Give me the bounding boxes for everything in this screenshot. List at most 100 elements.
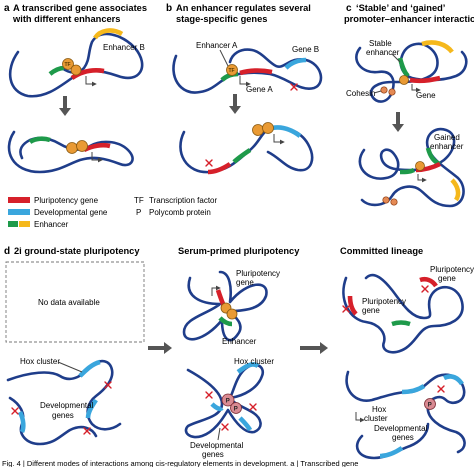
panel-c-title-line1: ‘Stable’ and ‘gained’	[356, 3, 445, 13]
developmental-gene-segment	[17, 410, 26, 434]
dna-strand	[8, 32, 144, 98]
pluripotency-gene-label-1: Pluripotency	[362, 297, 406, 306]
tf-label: TF	[65, 62, 71, 68]
enhancer-yellow-segment	[421, 40, 454, 54]
gene-a-segment	[239, 68, 273, 76]
panel-a-letter: a	[4, 3, 10, 14]
polycomb-label: P	[428, 403, 432, 409]
repressed-x-icon	[11, 407, 19, 415]
dna-strand	[342, 273, 464, 354]
hox-cluster-segment	[401, 384, 426, 395]
pluripotency-gene-label-1: Pluripotency	[236, 269, 280, 278]
tf-protein	[226, 308, 238, 320]
dna-strand	[182, 270, 268, 342]
panel-b-letter: b	[166, 3, 172, 14]
transcription-arrow	[411, 84, 421, 93]
pluripotency-gene-segment	[419, 276, 438, 288]
leader-line	[217, 427, 221, 441]
developmental-gene-segment	[442, 374, 464, 386]
hox-cluster-label: Hox cluster	[20, 357, 60, 366]
gene-segment	[409, 75, 441, 84]
pluripotency-gene-segment	[70, 67, 105, 80]
hox-label-1: Hox	[372, 405, 386, 414]
stable-enhancer-segment	[399, 167, 416, 175]
developmental-genes-label-2: genes	[392, 433, 414, 442]
leader-line	[373, 90, 382, 94]
enhancer-segment	[232, 148, 252, 164]
developmental-genes-label-1: Developmental	[374, 424, 428, 433]
panel-b: b An enhancer regulates several stage-sp…	[166, 3, 323, 175]
dna-strand	[345, 370, 466, 454]
pluripotency-gene-label-1: Pluripotency	[430, 265, 474, 274]
panel-c-title-line2: promoter–enhancer interactions	[344, 14, 474, 24]
dna-strand	[358, 127, 465, 208]
panel-d-title-2i: 2i ground-state pluripotency	[14, 246, 140, 256]
transcription-arrow	[273, 134, 285, 145]
tf-protein	[226, 64, 238, 76]
gained-enhancer-label-2: enhancer	[430, 142, 464, 151]
dna-strand	[6, 359, 122, 431]
pluripotency-gene-segment	[82, 142, 111, 153]
tf-protein	[66, 142, 78, 154]
repressed-x-icon	[205, 159, 213, 167]
figure-caption: Fig. 4 | Different modes of interactions…	[2, 459, 358, 467]
tf-protein	[399, 75, 409, 85]
tf-protein	[62, 58, 74, 70]
gained-enhancer-label-1: Gained	[434, 133, 460, 142]
developmental-genes-label-1: Developmental	[190, 441, 244, 450]
legend-label-pluripotency: Pluripotency gene	[34, 196, 99, 205]
legend-tf-label: Transcription factor	[149, 196, 218, 205]
enhancer-segment	[28, 136, 51, 144]
cohesin-ring	[390, 198, 398, 206]
gene-b-segment	[284, 57, 307, 70]
repressed-x-icon	[421, 285, 429, 293]
repressed-x-icon	[83, 427, 91, 435]
panel-d-title-committed: Committed lineage	[340, 246, 423, 256]
down-arrow-icon	[392, 112, 404, 132]
leader-line	[57, 361, 83, 373]
repressed-x-icon	[205, 391, 213, 399]
panel-d-letter: d	[4, 246, 10, 257]
enhancer-label: Enhancer	[222, 337, 257, 346]
tf-protein	[70, 64, 82, 76]
developmental-gene-segment	[210, 402, 224, 412]
panel-a: a A transcribed gene associates with dif…	[4, 3, 147, 174]
developmental-gene-segment	[85, 398, 98, 419]
polycomb-protein	[230, 402, 242, 414]
gene-b-segment	[271, 125, 302, 138]
legend-p-label: Polycomb protein	[149, 208, 211, 217]
tf-label: TF	[229, 68, 235, 74]
transcription-arrow	[239, 76, 251, 87]
legend-label-enhancer: Enhancer	[34, 220, 69, 229]
leader-line	[219, 49, 229, 67]
cohesin-ring	[380, 86, 388, 94]
repressed-x-icon	[342, 305, 350, 313]
no-data-box	[5, 261, 145, 343]
hox-cluster-label: Hox cluster	[234, 357, 274, 366]
cohesin-ring	[388, 88, 396, 96]
panel-d: d 2i ground-state pluripotency Serum-pri…	[4, 246, 474, 460]
hox-cluster-segment	[78, 359, 101, 378]
repressed-x-icon	[290, 83, 298, 91]
legend-label-developmental: Developmental gene	[34, 208, 108, 217]
stable-enhancer-label-1: Stable	[369, 39, 392, 48]
enhancer-yellow-segment	[450, 178, 461, 202]
developmental-gene-segment	[238, 416, 253, 432]
enhancer-segment	[391, 320, 411, 327]
cohesin-label: Cohesin	[346, 89, 375, 98]
panel-a-title-line2: with different enhancers	[12, 14, 120, 24]
down-arrow-icon	[59, 96, 71, 116]
enhancer-b-segment	[93, 28, 124, 40]
gene-a-label: Gene A	[246, 85, 273, 94]
tf-protein	[262, 122, 274, 134]
gene-b-label: Gene B	[292, 45, 319, 54]
enhancer-b-label: Enhancer B	[103, 43, 145, 52]
repressed-x-icon	[221, 423, 229, 431]
down-arrow-icon	[229, 94, 241, 114]
tf-protein	[76, 140, 88, 152]
repressed-x-icon	[104, 381, 112, 389]
enhancer-a-segment	[220, 71, 239, 82]
transcription-arrow	[417, 174, 427, 183]
panel-b-title-line2: stage-specific genes	[176, 14, 267, 24]
